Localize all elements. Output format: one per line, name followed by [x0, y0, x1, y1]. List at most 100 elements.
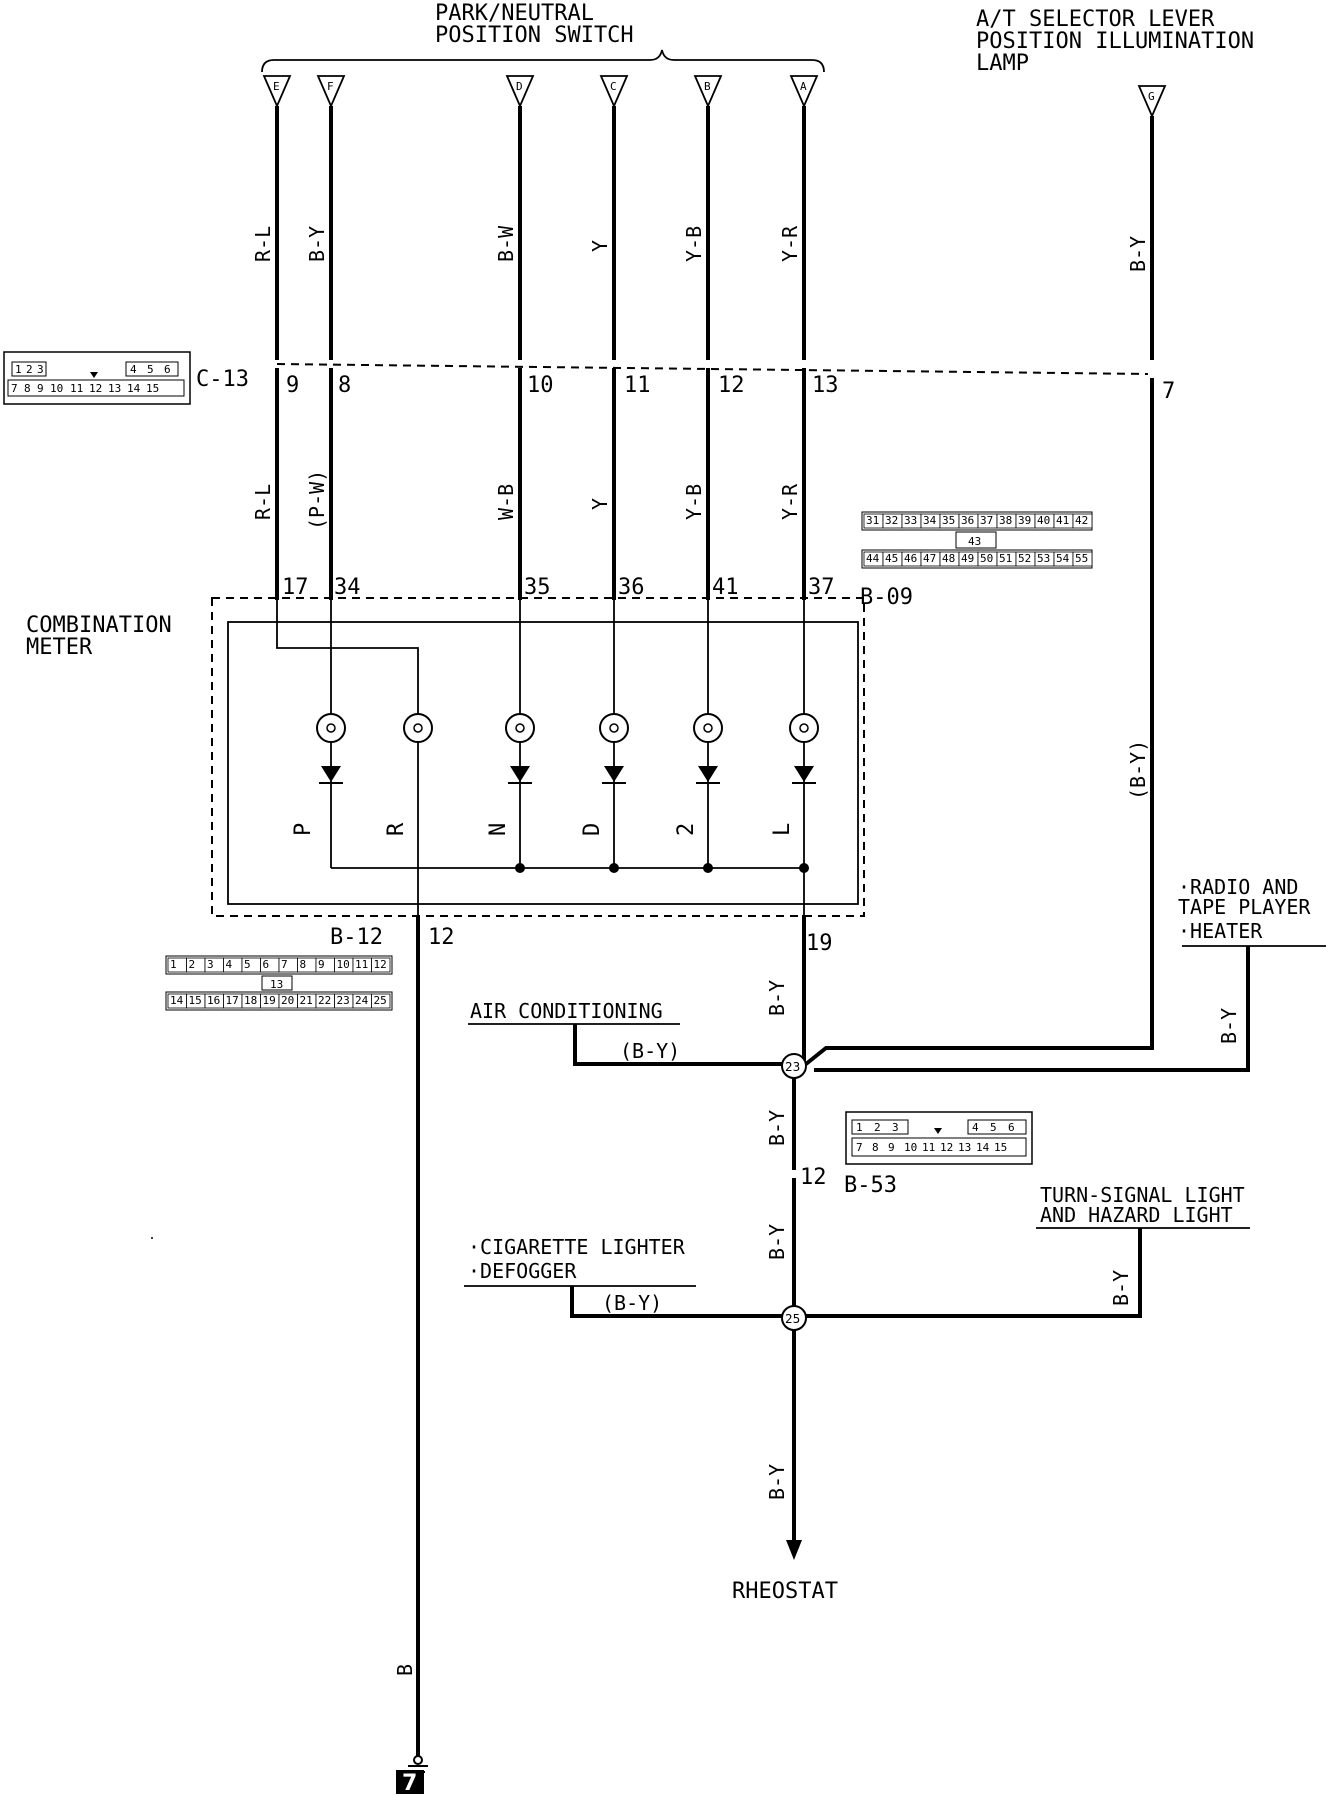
pin-number: 3	[207, 958, 214, 971]
lower-wire-labels: R-L (P-W) W-B Y Y-B Y-R (B-Y)	[251, 470, 1150, 800]
wire-label: B-Y	[305, 226, 329, 262]
wire-label: B-W	[494, 225, 518, 262]
svg-text:PARK/NEUTRAL: PARK/NEUTRAL	[435, 1, 594, 26]
wire-label: Y-B	[682, 226, 706, 262]
pin-number: 39	[1018, 514, 1031, 527]
pin-number: 24	[355, 994, 369, 1007]
svg-text:10: 10	[904, 1141, 917, 1154]
svg-text:D: D	[516, 80, 523, 93]
b12-pin-19: 19	[806, 931, 833, 956]
pin-number: 4	[226, 958, 233, 971]
svg-text:8: 8	[872, 1141, 879, 1154]
pin-number: 51	[999, 552, 1012, 565]
svg-text:TURN-SIGNAL LIGHT: TURN-SIGNAL LIGHT	[1040, 1183, 1245, 1207]
svg-text:7: 7	[11, 382, 18, 395]
junction-25: 25	[781, 1305, 807, 1331]
svg-text:13: 13	[812, 373, 839, 398]
indicator-n: N	[486, 823, 511, 836]
svg-text:15: 15	[146, 382, 159, 395]
svg-text:6: 6	[1008, 1121, 1015, 1134]
junction-23: 23	[781, 1053, 807, 1079]
svg-text:LAMP: LAMP	[976, 51, 1029, 76]
wire-label: B-Y	[1217, 1008, 1241, 1044]
pin-number: 2	[189, 958, 196, 971]
terminal-b: B	[693, 75, 723, 109]
indicator-l: L	[770, 823, 795, 836]
upper-wires	[275, 106, 1154, 360]
svg-text:1: 1	[856, 1121, 863, 1134]
c13-connector-icon: 1 2 3 4 5 6 7 8 9 10 11 12 13 14 15	[3, 351, 191, 405]
svg-text:14: 14	[976, 1141, 990, 1154]
rheostat-label: RHEOSTAT	[732, 1579, 838, 1604]
svg-text:2: 2	[874, 1121, 881, 1134]
pin-number: 48	[942, 552, 955, 565]
bulb-l-icon	[789, 713, 819, 743]
arrow-down-icon	[786, 1540, 802, 1560]
pin-number: 36	[961, 514, 974, 527]
svg-text:14: 14	[127, 382, 141, 395]
svg-text:43: 43	[968, 535, 981, 548]
bulb-2-icon	[693, 713, 723, 743]
pin-number: 18	[244, 994, 257, 1007]
indicator-labels: P R N D 2 L	[291, 822, 795, 836]
pin-number: 38	[999, 514, 1012, 527]
svg-text:36: 36	[618, 575, 645, 600]
indicator-bulbs	[316, 713, 819, 743]
wire-label: Y	[588, 498, 612, 510]
svg-text:11: 11	[922, 1141, 935, 1154]
svg-text:25: 25	[785, 1312, 800, 1326]
svg-text:12: 12	[89, 382, 102, 395]
diode-icon	[508, 766, 532, 784]
pin-number: 19	[263, 994, 276, 1007]
wire-to-selector-lamp	[804, 1034, 1154, 1066]
radio-heater-title: ·RADIO AND TAPE PLAYER ·HEATER	[1178, 875, 1311, 943]
pin-number: 34	[923, 514, 937, 527]
svg-text:5: 5	[147, 363, 154, 376]
svg-text:37: 37	[808, 575, 835, 600]
b12-label: B-12	[330, 925, 383, 950]
wire-label: B-Y	[765, 1464, 789, 1500]
diode-icon	[696, 766, 720, 784]
svg-text:12: 12	[718, 373, 745, 398]
svg-text:23: 23	[785, 1060, 800, 1074]
svg-text:7: 7	[1162, 379, 1175, 404]
svg-text:12: 12	[940, 1141, 953, 1154]
wire-label: Y-R	[778, 225, 802, 262]
svg-text:A: A	[800, 80, 807, 93]
indicator-p: P	[291, 823, 316, 836]
wire-label: R-L	[251, 226, 275, 262]
svg-text:4: 4	[972, 1121, 979, 1134]
pin-number: 52	[1018, 552, 1031, 565]
wire-label: (P-W)	[305, 470, 329, 530]
pin-number: 11	[355, 958, 368, 971]
speck	[151, 1237, 153, 1239]
svg-text:G: G	[1148, 90, 1155, 103]
pin-number: 53	[1037, 552, 1050, 565]
indicator-diodes	[319, 766, 816, 784]
pin-number: 41	[1056, 514, 1069, 527]
svg-text:TAPE PLAYER: TAPE PLAYER	[1178, 895, 1311, 919]
pin-number: 47	[923, 552, 936, 565]
svg-text:POSITION SWITCH: POSITION SWITCH	[435, 23, 634, 48]
terminal-f: F	[316, 75, 346, 109]
wire-label: Y-R	[778, 483, 802, 520]
svg-text:17: 17	[282, 575, 309, 600]
svg-text:METER: METER	[26, 635, 93, 660]
park-neutral-switch-title: PARK/NEUTRAL POSITION SWITCH	[435, 1, 634, 48]
svg-text:41: 41	[712, 575, 739, 600]
pin-number: 33	[904, 514, 917, 527]
pin-number: 5	[244, 958, 251, 971]
pin-number: 49	[961, 552, 974, 565]
svg-text:·DEFOGGER: ·DEFOGGER	[468, 1259, 577, 1283]
svg-text:8: 8	[24, 382, 31, 395]
wire-label: B-Y	[765, 1110, 789, 1146]
svg-text:34: 34	[334, 575, 361, 600]
svg-text:9: 9	[286, 373, 299, 398]
terminal-g: G	[1137, 85, 1167, 119]
svg-text:C: C	[610, 80, 617, 93]
pin-number: 55	[1075, 552, 1088, 565]
pin-number: 12	[374, 958, 387, 971]
wire-label: Y-B	[682, 484, 706, 520]
